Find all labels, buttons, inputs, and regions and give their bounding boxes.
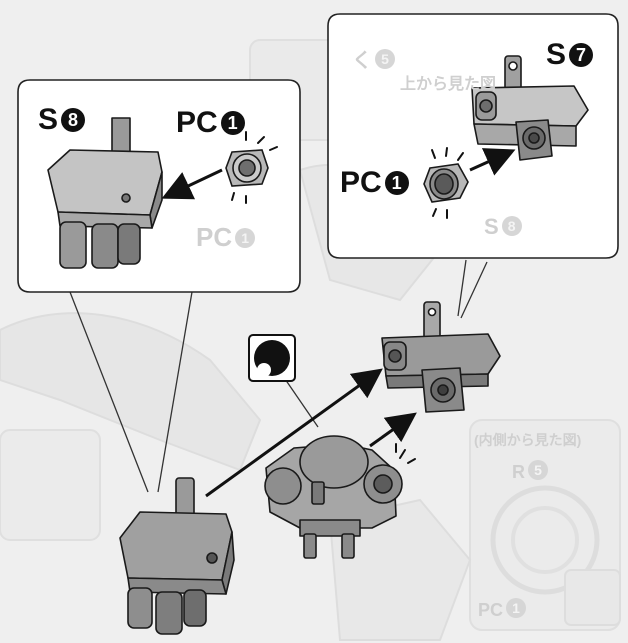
label-pc1-left-prefix: PC (176, 106, 218, 139)
part-s8-callout (47, 117, 163, 269)
label-s8-prefix: S (38, 103, 59, 136)
part-s7-callout (471, 55, 589, 161)
color-swatch-icon (248, 334, 296, 382)
bg-pc-ghost-num: 1 (235, 228, 256, 248)
label-pc1-right-number: 1 (384, 171, 409, 195)
bg-r-ghost-num: 5 (528, 460, 548, 480)
spark-marks (231, 131, 464, 464)
part-s8-assembly (119, 477, 235, 635)
bg-pc-ghost-text: PC (196, 222, 233, 252)
part-s7-assembly (381, 301, 501, 413)
bg-top-tag-num: 5 (375, 49, 395, 69)
bg-s-ghost-text: S (484, 214, 499, 239)
bg-top-caption: 上から見た図 (400, 76, 497, 93)
assembly-arrows (161, 148, 516, 498)
label-pc1-left-number: 1 (220, 111, 245, 135)
label-pc1-right-prefix: PC (340, 166, 382, 199)
polycap-pc1-left (225, 149, 269, 187)
bg-pc-bottom-num: 1 (506, 598, 527, 618)
bg-s-ghost-num: 8 (501, 216, 522, 236)
polycap-pc1-right (423, 163, 469, 203)
bg-top-tag-text: く (352, 50, 372, 72)
bg-side-caption: (内側から見た図) (474, 432, 582, 448)
bg-r-ghost-text: R (512, 462, 525, 482)
label-s7-prefix: S (546, 38, 567, 71)
callout-lines (69, 259, 488, 493)
bg-pc-bottom-text: PC (478, 600, 504, 620)
label-s8-number: 8 (61, 108, 86, 132)
callout-box-s7 (327, 13, 619, 259)
part-joint-assembly (264, 435, 403, 559)
label-s7-number: 7 (569, 43, 594, 67)
